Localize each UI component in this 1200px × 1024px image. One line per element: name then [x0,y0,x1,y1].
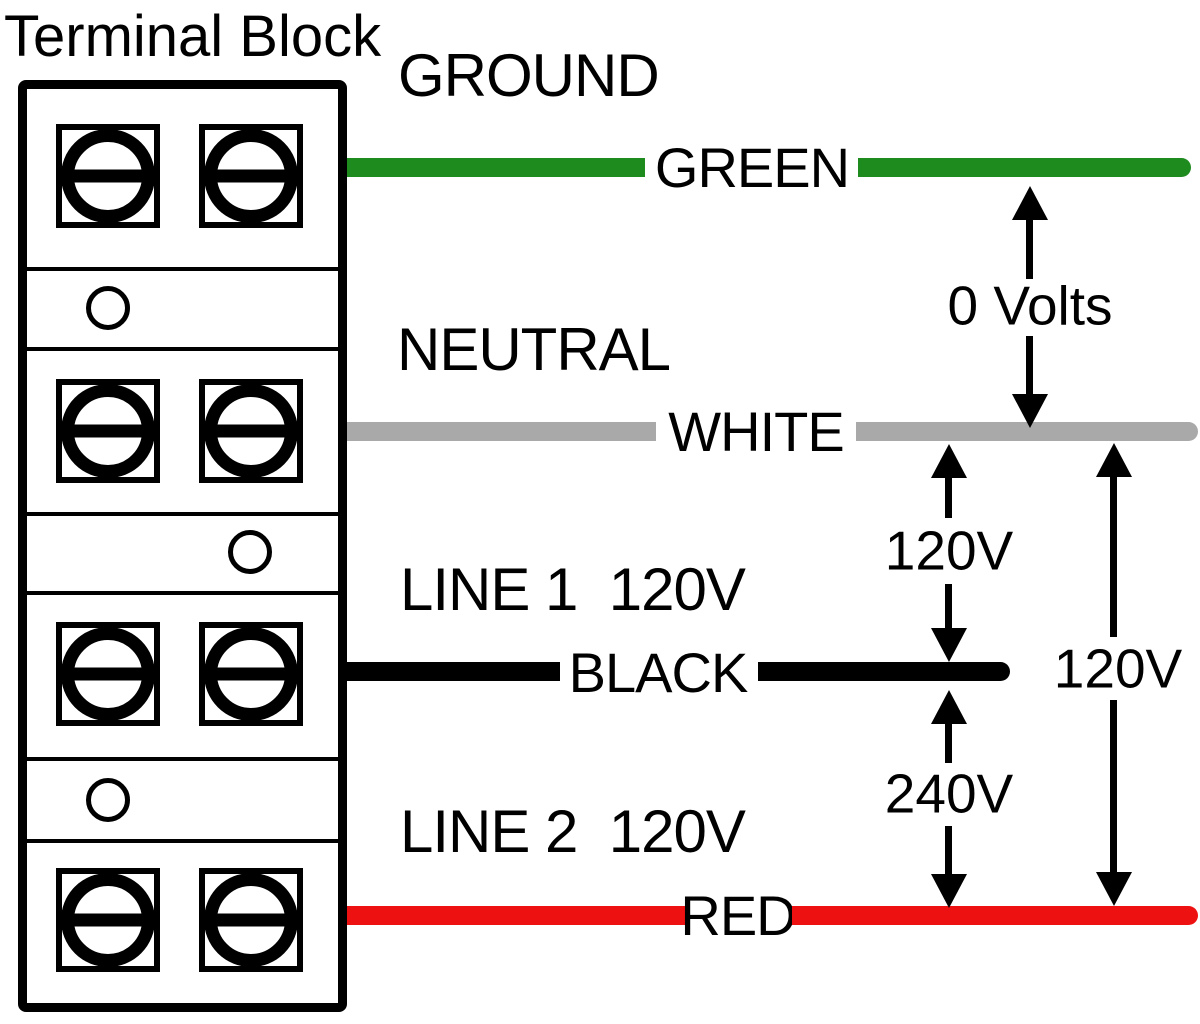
arrow-shaft [1026,336,1033,396]
screw-slot-icon [203,667,299,681]
terminal-block-divider [27,347,338,351]
arrow-shaft [945,826,952,876]
arrow-down-icon [1012,394,1048,428]
circuit-label-line2: LINE 2 120V [400,798,746,865]
terminal-block-divider [27,512,338,516]
line1-wire-segment [758,662,1010,681]
mounting-hole-icon [86,778,130,822]
voltage-label-120v-left: 120V [884,519,1014,582]
wire-color-label-white: WHITE [668,400,844,463]
screw-slot-icon [203,169,299,183]
terminal-screw [199,868,303,972]
arrow-shaft [945,722,952,763]
circuit-label-ground: GROUND [398,42,660,109]
terminal-screw [56,379,160,483]
terminal-block [18,80,347,1012]
terminal-screw [199,379,303,483]
arrow-shaft [1110,700,1117,872]
arrow-up-icon [1012,186,1048,220]
arrow-up-icon [931,690,967,724]
terminal-screw [56,124,160,228]
diagram-title: Terminal Block [4,4,382,69]
wire-color-label-green: GREEN [654,136,850,199]
arrow-shaft [945,584,952,628]
circuit-label-neutral: NEUTRAL [397,316,671,383]
wire-color-label-black: BLACK [568,641,749,704]
terminal-block-divider [27,839,338,843]
arrow-down-icon [931,874,967,908]
line1-wire-segment [347,662,560,681]
arrow-down-icon [931,628,967,662]
circuit-label-line1: LINE 1 120V [400,556,746,623]
terminal-block-divider [27,757,338,761]
mounting-hole-icon [86,286,130,330]
line2-wire-segment [347,906,685,925]
terminal-screw [199,622,303,726]
arrow-down-icon [1096,872,1132,906]
line2-wire-segment [792,906,1198,925]
screw-slot-icon [60,424,156,438]
terminal-screw [199,124,303,228]
mounting-hole-icon [228,530,272,574]
voltage-label-240v: 240V [884,762,1014,825]
ground-wire-segment [858,158,1191,177]
arrow-shaft [1110,475,1117,637]
screw-slot-icon [203,424,299,438]
arrow-shaft [1026,217,1033,279]
neutral-wire-segment [347,422,656,441]
terminal-block-divider [27,591,338,595]
terminal-screw [56,868,160,972]
ground-wire-segment [347,158,645,177]
voltage-label-120v-right: 120V [1053,637,1183,700]
voltage-label-0v: 0 Volts [947,274,1113,337]
wire-color-label-red: RED [680,884,796,947]
arrow-up-icon [1096,443,1132,477]
neutral-wire-segment [856,422,1198,441]
screw-slot-icon [203,913,299,927]
arrow-shaft [945,476,952,518]
screw-slot-icon [60,913,156,927]
terminal-screw [56,622,160,726]
screw-slot-icon [60,667,156,681]
terminal-block-divider [27,267,338,271]
screw-slot-icon [60,169,156,183]
arrow-up-icon [931,444,967,478]
